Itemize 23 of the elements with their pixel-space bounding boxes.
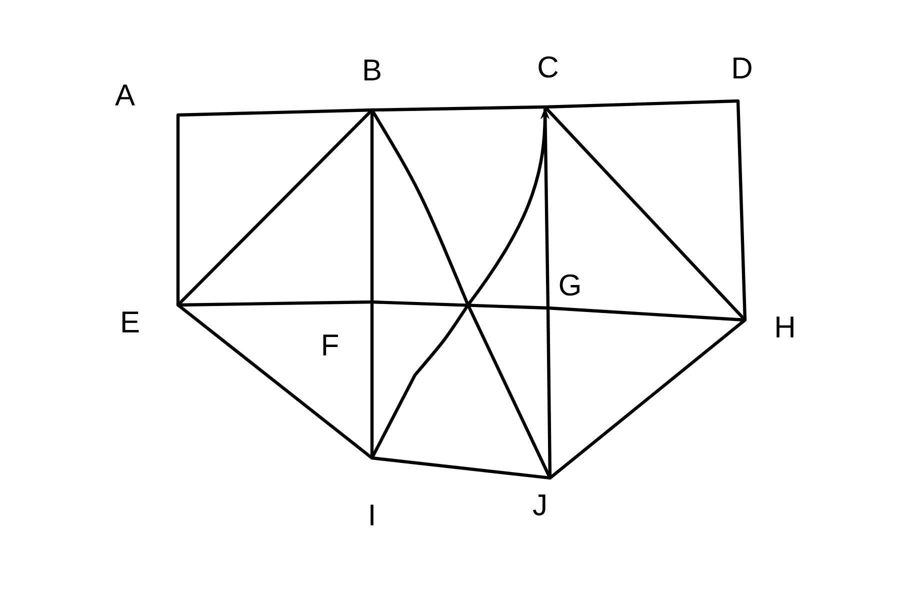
line (176, 108, 374, 117)
vertex-label: I (370, 504, 374, 526)
vertex-label: J (532, 494, 546, 516)
line (548, 318, 746, 480)
line (543, 106, 550, 310)
vertex-label: F (323, 334, 338, 356)
line (370, 456, 552, 480)
line (176, 114, 180, 306)
line (370, 300, 550, 310)
line (370, 105, 546, 112)
vertex-label: D (734, 58, 752, 78)
line (544, 106, 746, 322)
vertex-label: C (538, 56, 558, 78)
vertex-label: E (122, 312, 139, 332)
vertex-label: G (560, 274, 580, 296)
line (176, 304, 374, 460)
line (176, 300, 374, 307)
vertex-label: H (776, 316, 794, 338)
line (544, 99, 740, 109)
vertex-label: B (364, 60, 380, 80)
line (176, 108, 374, 306)
line (736, 100, 747, 322)
vertex-label: A (115, 84, 135, 106)
